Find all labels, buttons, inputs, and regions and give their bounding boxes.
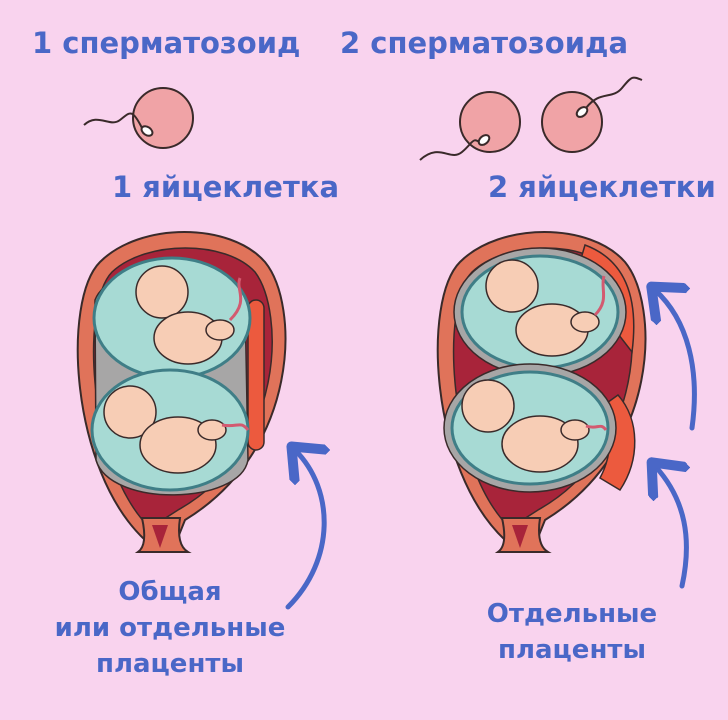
egg-cell (132, 87, 194, 149)
egg-cell-1 (459, 91, 521, 153)
sperm-head (140, 125, 154, 137)
sperm-head-2 (575, 106, 589, 118)
left-egg-with-sperm (83, 87, 194, 149)
arrow-right-top (655, 290, 697, 431)
left-placenta-caption: Общая или отдельные плаценты (20, 574, 320, 682)
right-uterus (436, 231, 647, 553)
left-uterus (76, 231, 287, 553)
fetus-top (135, 265, 243, 365)
caption-line: плаценты (497, 635, 646, 665)
caption-line: или отдельные (54, 613, 286, 643)
caption-line: Общая (118, 577, 222, 607)
sperm-tail-1 (419, 139, 483, 161)
caption-line: плаценты (95, 649, 244, 679)
fetus-bottom (461, 379, 608, 473)
right-sperm-label: 2 сперматозоида (340, 26, 629, 60)
fetus-bottom (103, 385, 250, 474)
right-egg-label: 2 яйцеклетки (488, 170, 716, 204)
sperm-tail-2 (585, 76, 643, 109)
left-sperm-label: 1 сперматозоид (32, 26, 301, 60)
sperm-head-1 (477, 134, 491, 146)
caption-line: Отдельные (486, 599, 658, 629)
right-placenta-caption: Отдельные плаценты (462, 596, 682, 668)
fetus-top (485, 259, 606, 357)
left-egg-label: 1 яйцеклетка (112, 170, 340, 204)
sperm-tail (83, 112, 143, 129)
placenta-left (247, 299, 265, 451)
right-eggs-with-sperm (419, 76, 643, 161)
arrow-right-bottom (655, 466, 686, 589)
arrow-left-placenta (285, 450, 324, 610)
